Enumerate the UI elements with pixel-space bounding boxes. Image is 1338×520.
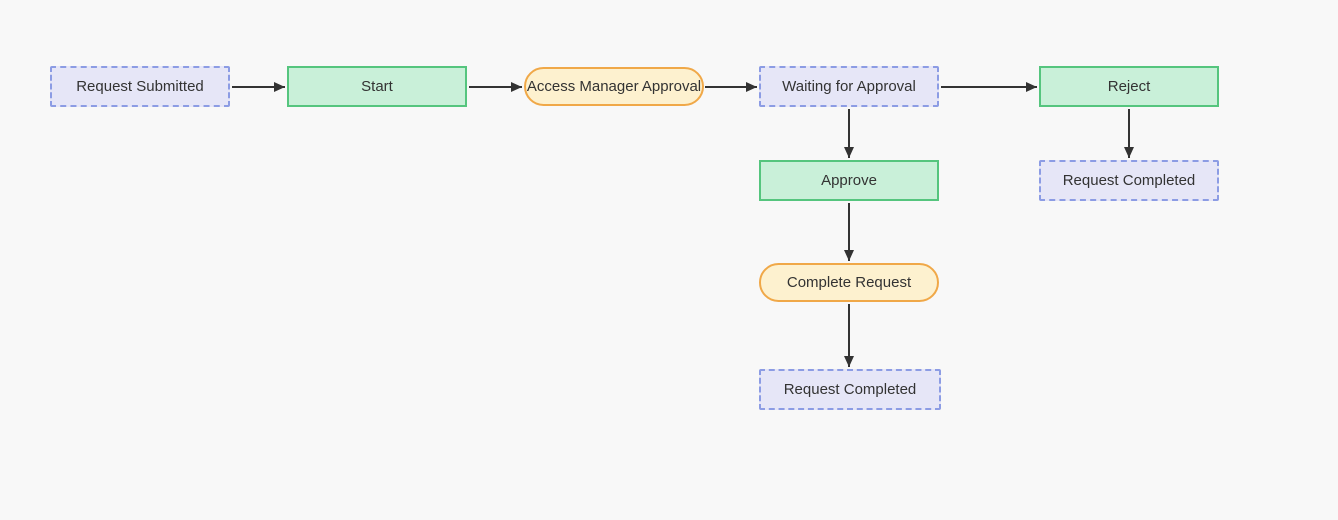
node-label: Access Manager Approval [526, 77, 702, 95]
node-approve: Approve [759, 160, 939, 201]
node-waiting-for-approval: Waiting for Approval [759, 66, 939, 107]
node-label: Waiting for Approval [782, 77, 916, 95]
node-start: Start [287, 66, 467, 107]
node-complete-request: Complete Request [759, 263, 939, 302]
node-label: Approve [821, 171, 877, 189]
node-request-completed-approve: Request Completed [759, 369, 941, 410]
node-request-submitted: Request Submitted [50, 66, 230, 107]
node-label: Request Completed [783, 380, 917, 398]
node-access-manager-approval: Access Manager Approval [524, 67, 704, 106]
node-label: Request Submitted [76, 77, 204, 95]
node-label: Start [361, 77, 393, 95]
node-label: Request Completed [1062, 171, 1196, 189]
node-label: Reject [1107, 77, 1151, 95]
node-reject: Reject [1039, 66, 1219, 107]
node-request-completed-reject: Request Completed [1039, 160, 1219, 201]
node-label: Complete Request [786, 273, 912, 291]
